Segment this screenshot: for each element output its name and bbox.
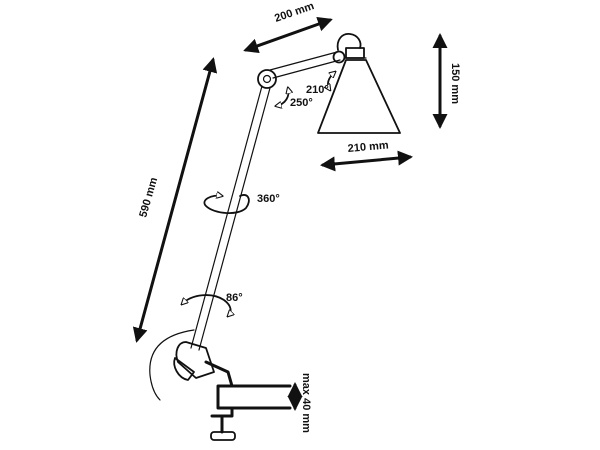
- label-clamp-max: max 40 mm: [300, 373, 312, 433]
- label-shade-height: 150 mm: [449, 63, 461, 104]
- shade-joint: [332, 50, 346, 64]
- label-column: 360°: [257, 193, 280, 205]
- rotation-shade-tilt: 210°: [306, 72, 335, 96]
- elbow-joint: [257, 69, 277, 89]
- dimension-shade-diameter: 210 mm: [320, 139, 413, 172]
- base-housing: [175, 341, 215, 379]
- column-left: [190, 85, 263, 349]
- label-elbow: 250°: [290, 97, 313, 109]
- clamp-screw-pad: [210, 431, 236, 441]
- base-knob: [173, 357, 195, 381]
- arm-bottom: [272, 59, 341, 79]
- dimension-shade-height: 150 mm: [432, 33, 461, 129]
- lamp-drawing: [149, 33, 401, 441]
- label-shade-tilt: 210°: [306, 84, 329, 96]
- rotation-column: 360°: [203, 193, 280, 214]
- rotation-elbow: 250°: [276, 88, 313, 109]
- arm-top: [269, 51, 338, 71]
- column-right: [198, 87, 271, 351]
- dimension-upper-arm: 200 mm: [243, 0, 333, 54]
- label-base: 86°: [226, 292, 243, 304]
- label-shade-diameter: 210 mm: [347, 139, 389, 155]
- lamp-shade: [317, 59, 401, 134]
- label-total-height: 590 mm: [137, 176, 160, 219]
- elbow-joint-inner: [262, 74, 272, 84]
- label-upper-arm: 200 mm: [273, 0, 316, 25]
- dimension-clamp: max 40 mm: [287, 373, 312, 433]
- rotation-base: 86°: [182, 292, 243, 316]
- shade-hook: [336, 33, 362, 51]
- dimension-total-height: 590 mm: [132, 57, 218, 343]
- table-clamp: [204, 360, 234, 418]
- power-cord: [149, 329, 195, 401]
- shade-neck: [345, 47, 365, 59]
